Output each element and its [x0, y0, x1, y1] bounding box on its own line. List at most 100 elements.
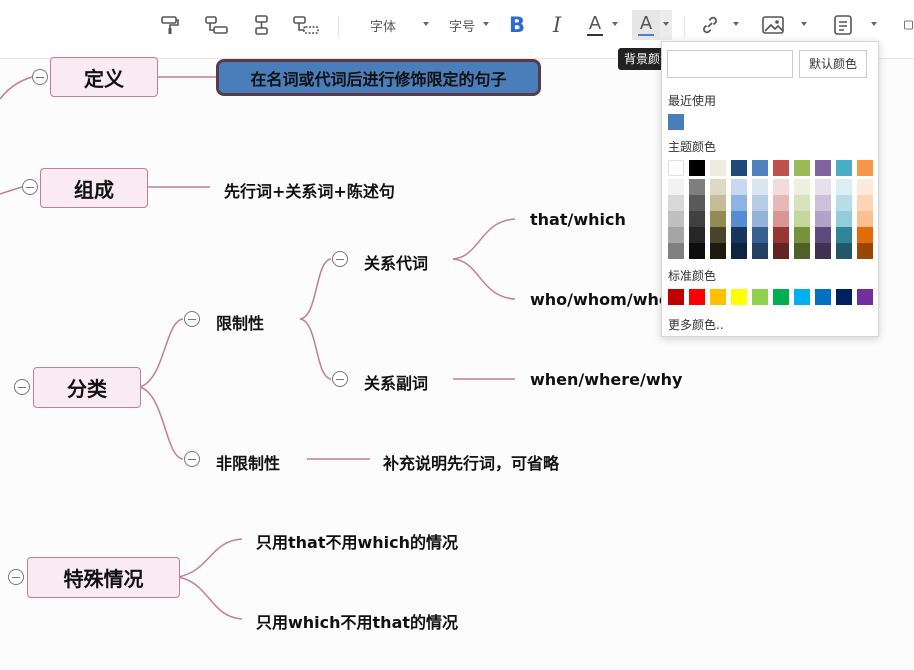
theme-color-swatch[interactable] — [815, 227, 831, 243]
font-color-caret-icon[interactable] — [612, 22, 618, 26]
standard-color-swatch[interactable] — [752, 289, 768, 305]
theme-color-swatch[interactable] — [752, 243, 768, 259]
theme-color-swatch[interactable] — [689, 211, 705, 227]
more-colors-link[interactable]: 更多颜色.. — [668, 318, 724, 332]
node-composition-text[interactable]: 先行词+关系词+陈述句 — [224, 182, 395, 201]
theme-color-swatch[interactable] — [689, 160, 705, 176]
theme-color-swatch[interactable] — [710, 195, 726, 211]
theme-color-swatch[interactable] — [815, 195, 831, 211]
note-caret-icon[interactable] — [871, 22, 877, 26]
theme-color-swatch[interactable] — [710, 211, 726, 227]
theme-color-swatch[interactable] — [668, 160, 684, 176]
font-family-caret-icon[interactable] — [423, 22, 429, 26]
theme-color-swatch[interactable] — [752, 179, 768, 195]
theme-color-swatch[interactable] — [731, 179, 747, 195]
theme-color-swatch[interactable] — [773, 160, 789, 176]
theme-color-swatch[interactable] — [710, 179, 726, 195]
collapse-toggle[interactable] — [332, 251, 348, 267]
theme-color-swatch[interactable] — [668, 211, 684, 227]
font-family-dropdown[interactable]: 字体 — [358, 10, 408, 40]
theme-color-swatch[interactable] — [794, 243, 810, 259]
theme-color-swatch[interactable] — [773, 243, 789, 259]
floating-topic-icon[interactable] — [290, 10, 322, 40]
default-color-button[interactable]: 默认颜色 — [799, 50, 867, 78]
theme-color-swatch[interactable] — [857, 179, 873, 195]
node-special-that-only[interactable]: 只用that不用which的情况 — [256, 533, 459, 552]
node-pronoun-who-whom[interactable]: who/whom/whose — [530, 290, 691, 309]
collapse-toggle[interactable] — [332, 371, 348, 387]
node-classification[interactable]: 分类 — [33, 367, 141, 408]
collapse-toggle[interactable] — [14, 379, 30, 395]
theme-color-swatch[interactable] — [752, 160, 768, 176]
node-adverb-when-where-why[interactable]: when/where/why — [530, 370, 683, 389]
background-color-caret-icon[interactable] — [663, 22, 669, 26]
theme-color-swatch[interactable] — [731, 195, 747, 211]
theme-color-swatch[interactable] — [794, 179, 810, 195]
theme-color-swatch[interactable] — [857, 160, 873, 176]
collapse-toggle[interactable] — [22, 179, 38, 195]
theme-color-swatch[interactable] — [857, 195, 873, 211]
format-painter-icon[interactable] — [156, 10, 184, 40]
sibling-topic-icon[interactable] — [202, 10, 232, 40]
theme-color-swatch[interactable] — [773, 227, 789, 243]
theme-color-swatch[interactable] — [794, 195, 810, 211]
theme-color-swatch[interactable] — [710, 227, 726, 243]
collapse-toggle[interactable] — [184, 451, 200, 467]
theme-color-swatch[interactable] — [752, 195, 768, 211]
theme-color-swatch[interactable] — [857, 243, 873, 259]
theme-color-swatch[interactable] — [710, 243, 726, 259]
standard-color-swatch[interactable] — [689, 289, 705, 305]
theme-color-swatch[interactable] — [689, 227, 705, 243]
node-definition[interactable]: 定义 — [50, 57, 158, 97]
theme-color-swatch[interactable] — [710, 160, 726, 176]
theme-color-swatch[interactable] — [836, 179, 852, 195]
color-hex-input[interactable] — [667, 50, 793, 78]
theme-color-swatch[interactable] — [731, 243, 747, 259]
node-definition-text-selected[interactable]: 在名词或代词后进行修饰限定的句子 — [216, 59, 541, 96]
theme-color-swatch[interactable] — [668, 243, 684, 259]
node-relative-adverb[interactable]: 关系副词 — [364, 374, 429, 393]
node-pronoun-that-which[interactable]: that/which — [530, 210, 626, 229]
standard-color-swatch[interactable] — [857, 289, 873, 305]
theme-color-swatch[interactable] — [794, 160, 810, 176]
note-icon[interactable] — [828, 10, 858, 40]
theme-color-swatch[interactable] — [668, 227, 684, 243]
theme-color-swatch[interactable] — [857, 211, 873, 227]
standard-color-swatch[interactable] — [668, 289, 684, 305]
background-color-button[interactable]: A — [632, 10, 660, 40]
standard-color-swatch[interactable] — [815, 289, 831, 305]
theme-color-swatch[interactable] — [815, 179, 831, 195]
theme-color-swatch[interactable] — [752, 211, 768, 227]
theme-color-swatch[interactable] — [668, 179, 684, 195]
theme-color-swatch[interactable] — [731, 211, 747, 227]
bold-button[interactable]: B — [504, 10, 530, 40]
theme-color-swatch[interactable] — [836, 160, 852, 176]
standard-color-swatch[interactable] — [731, 289, 747, 305]
node-special-which-only[interactable]: 只用which不用that的情况 — [256, 613, 459, 632]
node-nonrestrictive[interactable]: 非限制性 — [216, 454, 281, 473]
link-caret-icon[interactable] — [733, 22, 739, 26]
theme-color-swatch[interactable] — [794, 211, 810, 227]
theme-color-swatch[interactable] — [773, 195, 789, 211]
theme-color-swatch[interactable] — [836, 227, 852, 243]
standard-color-swatch[interactable] — [836, 289, 852, 305]
theme-color-swatch[interactable] — [794, 227, 810, 243]
theme-color-swatch[interactable] — [689, 179, 705, 195]
theme-color-swatch[interactable] — [836, 211, 852, 227]
collapse-toggle[interactable] — [32, 69, 48, 85]
node-nonrestrictive-text[interactable]: 补充说明先行词，可省略 — [383, 454, 560, 473]
theme-color-swatch[interactable] — [689, 243, 705, 259]
theme-color-swatch[interactable] — [836, 243, 852, 259]
node-relative-pronoun[interactable]: 关系代词 — [364, 254, 429, 273]
image-caret-icon[interactable] — [801, 22, 807, 26]
standard-color-swatch[interactable] — [710, 289, 726, 305]
font-color-button[interactable]: A — [582, 10, 608, 40]
link-icon[interactable] — [696, 10, 724, 40]
theme-color-swatch[interactable] — [836, 195, 852, 211]
node-restrictive[interactable]: 限制性 — [216, 314, 265, 333]
italic-button[interactable]: I — [544, 10, 570, 40]
collapse-toggle[interactable] — [8, 569, 24, 585]
standard-color-swatch[interactable] — [794, 289, 810, 305]
node-special-cases[interactable]: 特殊情况 — [27, 557, 180, 598]
theme-color-swatch[interactable] — [731, 160, 747, 176]
